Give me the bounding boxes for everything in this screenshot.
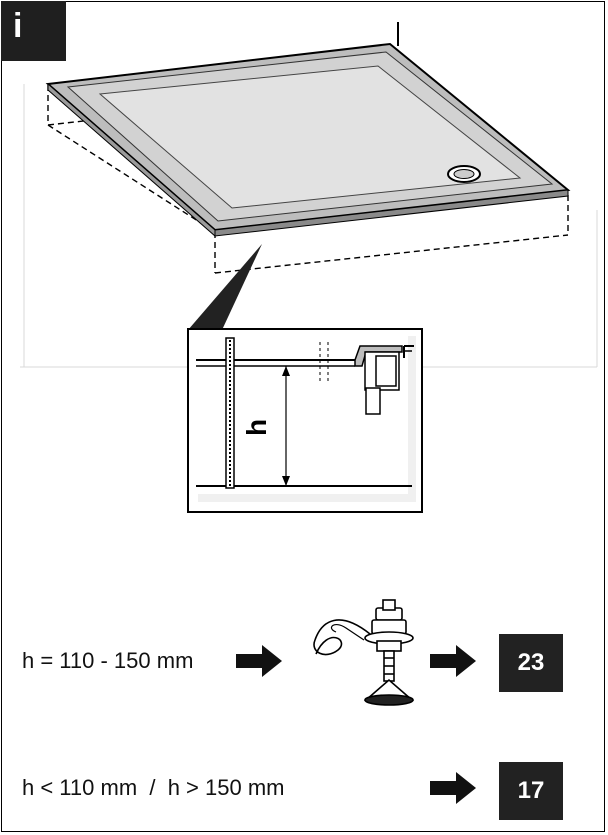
condition-text-out-of-range: h < 110 mm / h > 150 mm [22, 775, 285, 800]
tray-left-edge [47, 82, 216, 238]
section-badge: i [1, 1, 66, 61]
dimension-h-label: h [241, 419, 272, 436]
section-badge-label: i [13, 7, 23, 45]
right-arrow-icon [430, 645, 476, 677]
step-number: 23 [517, 649, 545, 676]
tray-basin [98, 65, 522, 209]
edge-section-detail: h [187, 328, 423, 513]
detail-callout-wedge [188, 244, 262, 330]
step-reference-23[interactable]: 23 [499, 634, 563, 692]
drain-inner [453, 169, 475, 179]
step-reference-17[interactable]: 17 [499, 762, 563, 820]
condition-text-range: h = 110 - 150 mm [22, 648, 194, 673]
adjustable-foot-icon [313, 599, 415, 706]
step-number: 17 [517, 777, 545, 804]
right-arrow-icon [236, 645, 282, 677]
right-arrow-icon [430, 772, 476, 804]
